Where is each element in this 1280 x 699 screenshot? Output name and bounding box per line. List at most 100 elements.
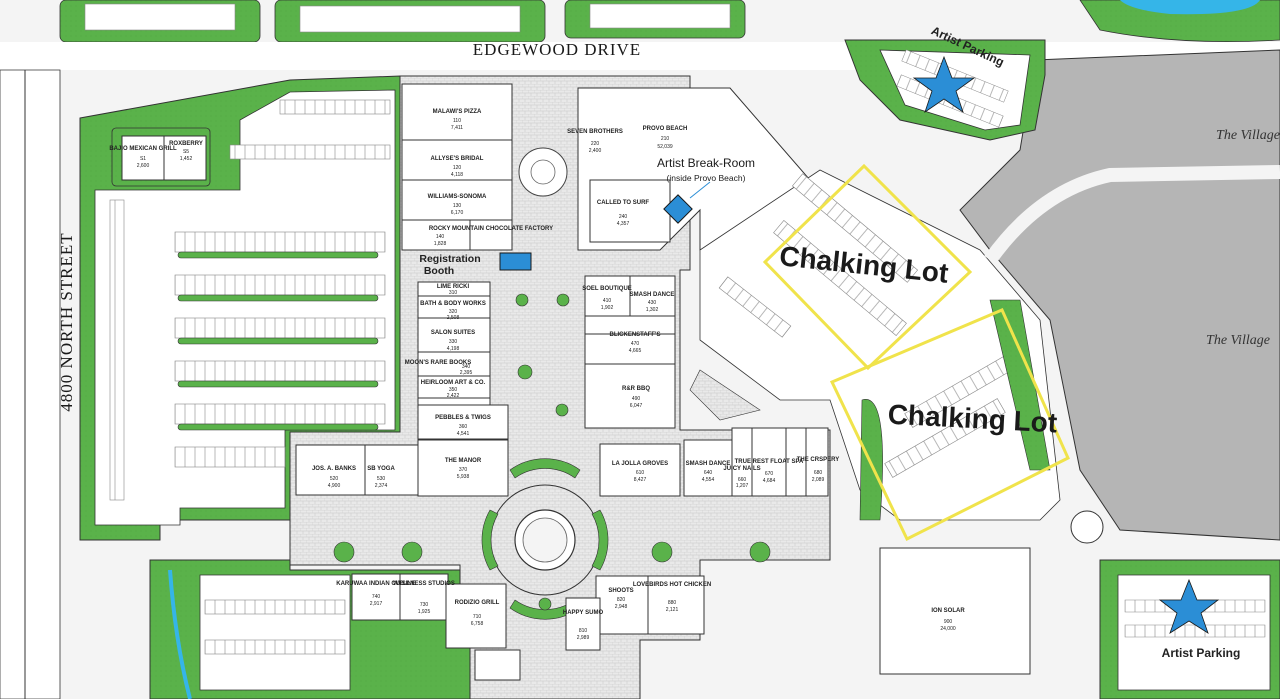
svg-text:SMASH DANCE: SMASH DANCE <box>686 461 731 467</box>
edgewood-drive-label: EDGEWOOD DRIVE <box>473 40 641 59</box>
svg-text:ALLYSE'S BRIDAL: ALLYSE'S BRIDAL <box>431 156 484 162</box>
svg-text:610: 610 <box>636 470 645 476</box>
svg-text:810: 810 <box>579 628 588 634</box>
artist-parking-south-label: Artist Parking <box>1162 646 1241 660</box>
svg-text:660: 660 <box>738 477 747 483</box>
svg-text:680: 680 <box>814 470 823 476</box>
svg-text:BLICKENSTAFF'S: BLICKENSTAFF'S <box>610 332 661 338</box>
building-called-to-surf <box>589 179 671 243</box>
svg-text:4,118: 4,118 <box>451 172 463 178</box>
building-jos-a-banks <box>295 444 419 496</box>
pond <box>1120 0 1260 15</box>
svg-text:430: 430 <box>648 300 657 306</box>
svg-text:6,758: 6,758 <box>471 621 484 627</box>
building-the-manor <box>417 439 509 497</box>
break-room-label-line2: (inside Provo Beach) <box>667 173 746 183</box>
svg-text:740: 740 <box>372 594 381 600</box>
svg-text:140: 140 <box>436 234 445 240</box>
svg-text:4,900: 4,900 <box>328 483 341 489</box>
svg-text:360: 360 <box>459 424 468 430</box>
svg-text:SEVEN BROTHERS: SEVEN BROTHERS <box>567 129 623 135</box>
svg-text:2,600: 2,600 <box>137 163 150 169</box>
artist-parking-south-star[interactable] <box>1158 578 1220 634</box>
svg-text:PEBBLES & TWIGS: PEBBLES & TWIGS <box>435 415 491 421</box>
svg-text:490: 490 <box>632 396 641 402</box>
svg-text:SALON SUITES: SALON SUITES <box>431 330 475 336</box>
svg-text:BAJIO MEXICAN GRILL: BAJIO MEXICAN GRILL <box>109 146 177 152</box>
svg-text:HEIRLOOM ART & CO.: HEIRLOOM ART & CO. <box>421 380 486 386</box>
building-la-jolla-groves <box>599 443 681 497</box>
svg-text:LOVEBIRDS HOT CHICKEN: LOVEBIRDS HOT CHICKEN <box>633 582 711 588</box>
svg-text:SOEL BOUTIQUE: SOEL BOUTIQUE <box>582 286 632 292</box>
svg-text:220: 220 <box>591 141 600 147</box>
svg-text:WELLNESS STUDIOS: WELLNESS STUDIOS <box>393 581 455 587</box>
svg-text:110: 110 <box>453 118 461 124</box>
svg-text:2,400: 2,400 <box>589 148 602 154</box>
registration-label-line1: Registration <box>419 253 480 265</box>
svg-text:4,665: 4,665 <box>629 348 642 354</box>
svg-text:ROXBERRY: ROXBERRY <box>169 141 203 147</box>
svg-text:670: 670 <box>765 471 774 477</box>
break-room-marker[interactable] <box>663 194 693 224</box>
svg-text:24,000: 24,000 <box>940 626 956 632</box>
east-parking <box>689 169 1061 521</box>
svg-text:JUICY NAILS: JUICY NAILS <box>723 466 760 472</box>
village-label-2: The Village <box>1206 333 1270 348</box>
svg-text:340: 340 <box>462 364 471 370</box>
svg-text:SB YOGA: SB YOGA <box>367 466 395 472</box>
svg-text:LIME RICKI: LIME RICKI <box>437 284 470 290</box>
svg-text:1,207: 1,207 <box>736 483 749 489</box>
svg-text:BATH & BODY WORKS: BATH & BODY WORKS <box>420 301 486 307</box>
break-room-label-line1: Artist Break-Room <box>657 156 755 170</box>
registration-booth-marker[interactable] <box>499 252 532 271</box>
svg-text:2,121: 2,121 <box>666 607 679 613</box>
svg-text:820: 820 <box>617 597 626 603</box>
svg-text:4,357: 4,357 <box>617 221 630 227</box>
svg-text:6,047: 6,047 <box>630 403 643 409</box>
top-landscape <box>59 0 1280 43</box>
svg-text:4,198: 4,198 <box>447 346 460 352</box>
svg-text:ROCKY MOUNTAIN CHOCOLATE FACTO: ROCKY MOUNTAIN CHOCOLATE FACTORY <box>429 226 553 232</box>
artist-parking-north-star[interactable] <box>912 55 976 114</box>
svg-text:SHOOTS: SHOOTS <box>608 588 633 594</box>
svg-text:130: 130 <box>453 203 462 209</box>
stream <box>168 569 192 699</box>
svg-text:2,089: 2,089 <box>812 477 825 483</box>
svg-text:310: 310 <box>449 290 458 296</box>
